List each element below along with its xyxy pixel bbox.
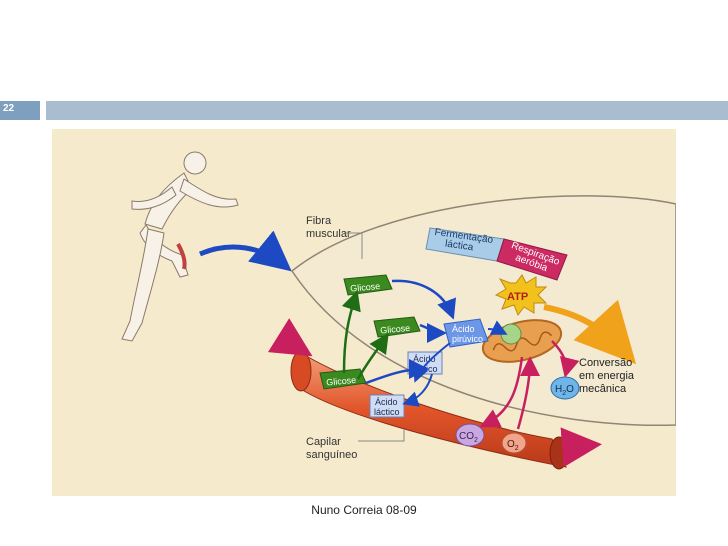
fiber-label-line-2: muscular: [306, 228, 351, 240]
diagram-svg: Fibra muscular Fermentação láctica Respi…: [52, 129, 676, 496]
conversion-label-line-1: Conversão: [579, 357, 632, 369]
atp-label: ATP: [507, 291, 528, 303]
muscle-metabolism-figure: Fibra muscular Fermentação láctica Respi…: [52, 129, 676, 496]
water-molecule: H2O: [551, 377, 579, 399]
lactic-label-b-line-1: Ácido: [375, 397, 398, 407]
runner-leg-back: [122, 229, 164, 341]
conversion-label-line-3: mecânica: [579, 383, 627, 395]
lactic-acid-box-2: Ácido láctico: [370, 395, 404, 417]
capillary-right-end: [550, 437, 568, 469]
capillary-left-end: [291, 351, 311, 391]
runner-arm-front: [180, 179, 238, 207]
capillary-label-leader: [358, 429, 404, 441]
water-symbol-h: H: [555, 384, 562, 395]
pyruvic-label-line-1: Ácido: [452, 324, 475, 334]
zoom-arrow: [200, 247, 284, 265]
conversion-label-line-2: em energia: [579, 370, 635, 382]
capillary-label-line-1: Capilar: [306, 436, 341, 448]
header-bar: [46, 101, 728, 120]
capillary-label-line-2: sanguíneo: [306, 449, 357, 461]
co2-molecule: CO2: [456, 424, 484, 446]
fiber-label-line-1: Fibra: [306, 215, 332, 227]
blood-in-arrow: [288, 341, 304, 351]
slide-number: 22: [3, 103, 14, 114]
runner-head: [184, 152, 206, 174]
pyruvic-label-line-2: pirúvico: [452, 334, 483, 344]
mitochondrion-center: [501, 324, 521, 344]
slide-footer: Nuno Correia 08-09: [0, 503, 728, 517]
o2-symbol-sub: 2: [515, 445, 519, 452]
blood-out-arrow: [566, 445, 592, 447]
co2-symbol-sub: 2: [474, 437, 478, 444]
co2-symbol: CO: [459, 431, 474, 442]
slide-number-box: 22: [0, 101, 40, 120]
o2-molecule: O2: [502, 433, 526, 453]
water-symbol-o: O: [566, 384, 574, 395]
lactic-label-b-line-2: láctico: [374, 407, 400, 417]
pyruvic-acid-box: Ácido pirúvico: [444, 319, 488, 347]
